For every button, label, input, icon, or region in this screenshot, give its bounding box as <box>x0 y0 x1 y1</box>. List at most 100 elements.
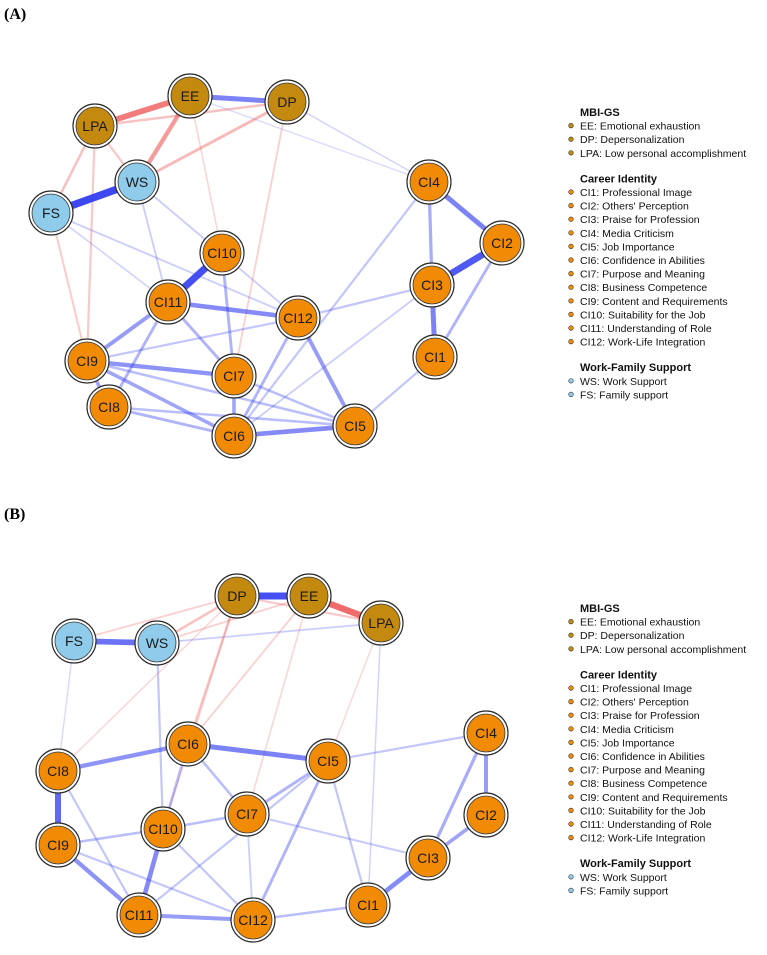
panel-a-edge-lpa-ci9 <box>85 124 97 363</box>
legend-item: EE: Emotional exhaustion <box>580 121 700 133</box>
legend-item: CI7: Purpose and Meaning <box>580 765 705 777</box>
legend-item: CI4: Media Criticism <box>580 724 674 736</box>
panel-a-node-ci1: CI1 <box>412 334 458 380</box>
panel-b-node-ci11: CI11 <box>116 892 162 938</box>
node-label: CI1 <box>357 897 379 913</box>
legend-marker <box>568 874 574 880</box>
legend-marker <box>568 685 574 691</box>
panel-b-edge-ci5-ci1 <box>326 759 370 907</box>
node-label: CI8 <box>98 399 120 415</box>
panel-b-edge-ci8-ci11 <box>56 769 141 917</box>
panel-a-edge-dp-ci7 <box>233 101 288 377</box>
node-disc <box>67 341 107 381</box>
legend-item: CI9: Content and Requirements <box>580 792 728 804</box>
legend-group-title: Work-Family Support <box>580 362 691 374</box>
panel-b-label: (B) <box>4 506 25 523</box>
legend-marker <box>568 298 574 304</box>
node-label: CI11 <box>154 294 183 310</box>
node-label: DP <box>277 94 296 110</box>
legend-item: CI11: Understanding of Role <box>580 819 712 831</box>
legend-marker <box>568 378 574 384</box>
legend-marker <box>568 311 574 318</box>
legend-marker <box>568 632 574 638</box>
panel-b-node-ci3: CI3 <box>405 835 451 881</box>
panel-b-node-ee: EE <box>286 573 332 619</box>
node-disc <box>148 282 188 322</box>
legend-item: CI1: Professional Image <box>580 187 692 199</box>
legend-item: FS: Family support <box>580 389 668 401</box>
legend-marker <box>568 618 574 625</box>
legend-item: CI12: Work-Life Integration <box>580 833 705 845</box>
node-disc <box>233 900 273 940</box>
legend-marker <box>568 780 574 786</box>
legend-item: CI7: Purpose and Meaning <box>580 269 705 281</box>
panel-b-edge-ci4-ci3 <box>426 731 488 860</box>
panel-b-edge-ee-ci6 <box>187 595 310 745</box>
node-disc <box>482 223 522 263</box>
panel-b-edge-dp-ci6 <box>186 594 239 746</box>
panel-a-edge-ci3-ci12 <box>296 283 434 320</box>
legend-item: CI6: Confidence in Abilities <box>580 751 705 763</box>
node-disc <box>137 623 177 663</box>
legend-marker <box>568 325 574 331</box>
panel-a-edge-ci9-ci7 <box>84 358 237 379</box>
node-label: CI1 <box>424 349 446 365</box>
panel-a-edge-ee-ci4 <box>189 95 430 183</box>
node-label: CI2 <box>475 807 497 823</box>
legend-marker <box>568 243 574 249</box>
node-disc <box>54 621 94 661</box>
legend-marker <box>568 230 574 236</box>
legend-item: CI5: Job Importance <box>580 737 675 749</box>
legend-marker <box>568 189 574 195</box>
node-disc <box>75 106 115 146</box>
panel-b-edge-dp-ci8 <box>57 595 238 772</box>
legend-item: CI3: Praise for Profession <box>580 214 700 226</box>
node-disc <box>168 724 208 764</box>
panel-b-edge-fs-dp <box>73 595 238 642</box>
node-label: EE <box>181 88 200 104</box>
node-label: CI9 <box>47 837 69 853</box>
node-label: LPA <box>368 615 394 631</box>
legend-group-title: MBI-GS <box>580 603 620 615</box>
node-disc <box>409 162 449 202</box>
legend-marker <box>568 794 574 800</box>
node-label: CI2 <box>491 235 513 251</box>
node-label: CI9 <box>76 353 98 369</box>
legend-marker <box>568 339 574 345</box>
node-label: CI7 <box>223 368 245 384</box>
panel-a-node-ci8: CI8 <box>86 384 132 430</box>
panel-a-node-fs: FS <box>28 190 74 236</box>
panel-a-edge-ee-ci10 <box>189 95 223 254</box>
legend-marker <box>568 122 574 129</box>
node-disc <box>214 416 254 456</box>
node-label: CI11 <box>125 907 154 923</box>
legend-item: EE: Emotional exhaustion <box>580 617 700 629</box>
panel-a-node-ci2: CI2 <box>479 220 525 266</box>
panel-b-edge-ci5-ci12 <box>251 759 330 922</box>
node-disc <box>408 838 448 878</box>
legend-item: CI3: Praise for Profession <box>580 710 700 722</box>
panel-b-node-fs: FS <box>51 618 97 664</box>
panel-a-node-ci3: CI3 <box>409 262 455 308</box>
legend-marker <box>568 257 574 263</box>
node-disc <box>361 603 401 643</box>
panel-b-node-ci8: CI8 <box>35 748 81 794</box>
panel-a-edge-fs-ci12 <box>50 212 299 319</box>
legend-group-title: Career Identity <box>580 173 658 185</box>
panel-b-edge-lpa-ci1 <box>367 622 382 906</box>
legend-group-title: Career Identity <box>580 669 658 681</box>
legend-item: CI8: Business Competence <box>580 778 707 790</box>
node-label: CI12 <box>283 310 313 326</box>
panel-b-edge-ws-lpa <box>156 622 382 644</box>
legend-marker <box>568 284 574 290</box>
legend-marker <box>568 646 574 652</box>
legend-group-title: MBI-GS <box>580 107 620 119</box>
legend-item: FS: Family support <box>580 885 668 897</box>
panel-a-edge-fs-ci11 <box>50 212 169 303</box>
legend-marker <box>568 712 574 718</box>
panel-a-edge-ci9-ci6 <box>85 359 236 438</box>
